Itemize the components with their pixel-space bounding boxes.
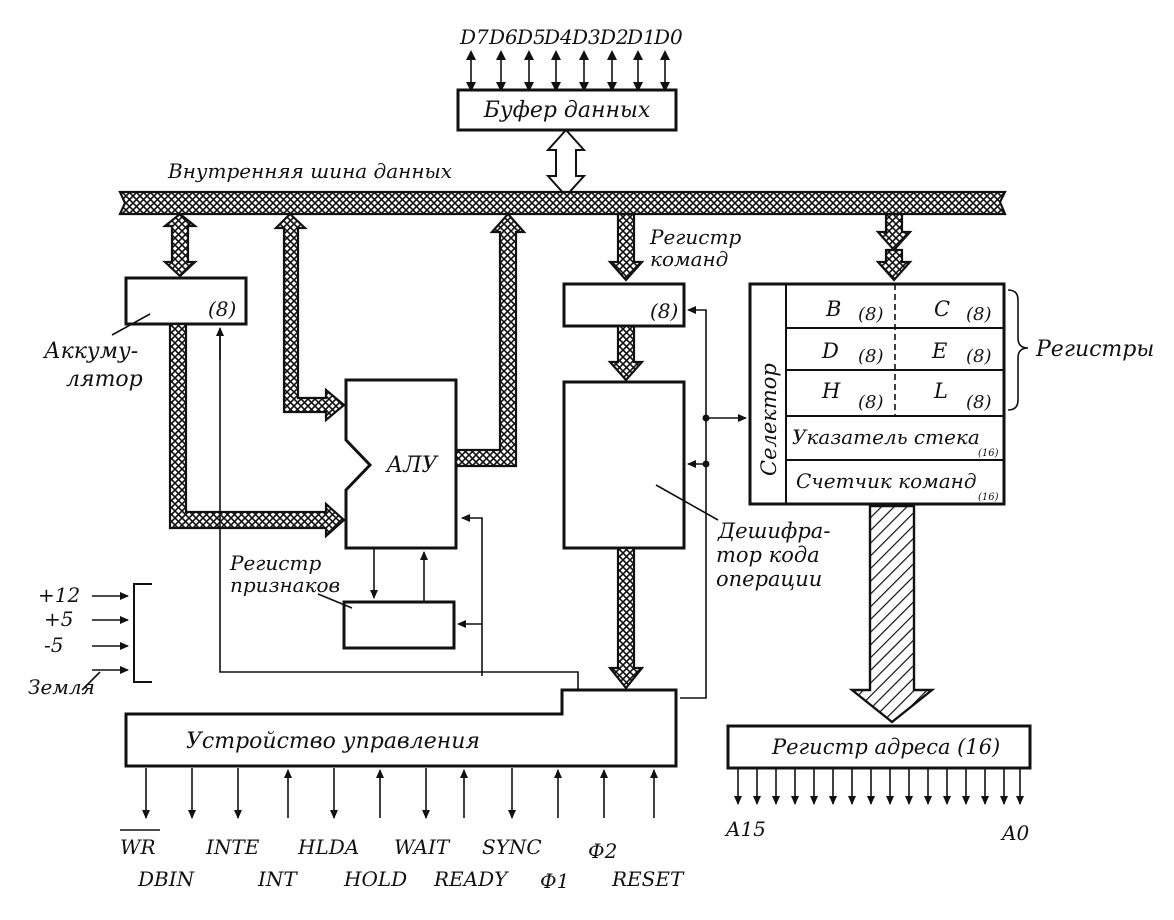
address-bus-arrow [848, 504, 936, 724]
decoder-label-2: тор кода [716, 543, 820, 567]
ir-label-1: Регистр [649, 225, 741, 249]
ir-width: (8) [650, 299, 678, 323]
reg-b-width: (8) [858, 304, 884, 325]
signal-hold: HOLD [343, 867, 407, 891]
buffer-bus-arrow [545, 128, 587, 198]
signal-phi1: Ф1 [540, 869, 569, 893]
signal-sync: SYNC [482, 835, 542, 859]
signal-wr: WR [120, 835, 156, 859]
control-signal-arrows [142, 768, 658, 819]
instruction-register-box [562, 282, 686, 328]
alu-label: АЛУ [385, 453, 440, 478]
power-plus5: +5 [44, 607, 73, 631]
pin-d3: D3 [571, 25, 601, 49]
decoder-control-arrow [607, 546, 645, 690]
reg-l-width: (8) [966, 392, 992, 413]
data-buffer-label: Буфер данных [483, 98, 651, 123]
power-plus12: +12 [38, 583, 80, 607]
reg-e-width: (8) [966, 346, 992, 367]
signal-reset: RESET [611, 867, 685, 891]
decoder-label-3: операции [716, 567, 822, 591]
pin-d7: D7 [459, 25, 489, 49]
reg-h: H [821, 379, 841, 403]
accumulator-label-2: лятор [66, 367, 143, 392]
reg-c-width: (8) [966, 304, 992, 325]
pin-d6: D6 [488, 25, 518, 49]
stack-pointer-label: Указатель стека [792, 425, 980, 449]
reg-l: L [933, 379, 948, 403]
registers-brace [1007, 289, 1029, 411]
control-unit-label: Устройство управления [186, 729, 480, 754]
selector-label: Селектор [757, 363, 781, 476]
alu-box [344, 378, 458, 550]
internal-bus-label: Внутренняя шина данных [167, 159, 452, 183]
ir-label-2: команд [650, 247, 728, 271]
pin-d1: D1 [626, 25, 656, 49]
acc-bus-arrow [161, 212, 199, 278]
reg-b: B [825, 297, 841, 321]
signal-int: INT [257, 867, 298, 891]
bus-ir-arrow [607, 212, 645, 282]
alu-bus-arrow [454, 212, 527, 468]
bus-regfile-arrow [875, 212, 913, 282]
address-register-label: Регистр адреса (16) [771, 735, 1000, 759]
register-file-box [748, 282, 1006, 506]
stack-pointer-width: (16) [978, 448, 999, 459]
flags-label-2: признаков [230, 573, 340, 597]
signal-phi2: Ф2 [588, 839, 617, 863]
address-a15: A15 [724, 817, 766, 841]
control-unit-box [124, 688, 678, 768]
pin-d2: D2 [599, 25, 629, 49]
program-counter-width: (16) [978, 492, 999, 503]
bus-alu-arrow [273, 212, 346, 423]
pin-d4: D4 [543, 25, 573, 49]
address-a0: A0 [1000, 821, 1029, 845]
data-buffer-box [456, 88, 678, 132]
signal-hlda: HLDA [297, 835, 359, 859]
decoder-label-1: Дешифра- [717, 519, 830, 543]
internal-data-bus [118, 190, 1007, 216]
address-register-box [726, 724, 1032, 770]
accumulator-width: (8) [208, 297, 236, 321]
signal-ready: READY [433, 867, 509, 891]
decoder-box [562, 380, 686, 550]
reg-e: E [931, 339, 947, 363]
program-counter-label: Счетчик команд [796, 469, 977, 493]
ir-decoder-arrow [607, 324, 645, 382]
data-pin-arrows [466, 50, 670, 92]
pin-d0: D0 [653, 25, 683, 49]
power-minus5: -5 [44, 633, 63, 657]
power-bracket [133, 583, 152, 683]
pin-d5: D5 [516, 25, 546, 49]
reg-c: C [934, 297, 950, 321]
accumulator-label-1: Аккуму- [42, 339, 138, 364]
signal-wait: WAIT [394, 835, 451, 859]
reg-d: D [821, 339, 839, 363]
address-line-arrows [734, 768, 1024, 805]
signal-inte: INTE [205, 835, 260, 859]
acc-alu-bus [168, 322, 346, 539]
reg-d-width: (8) [858, 346, 884, 367]
registers-label: Регистры [1035, 337, 1154, 362]
flags-register-box [342, 600, 456, 650]
signal-dbin: DBIN [137, 867, 196, 891]
flags-label-1: Регистр [229, 551, 321, 575]
reg-h-width: (8) [858, 392, 884, 413]
ground-label: Земля [28, 675, 95, 699]
